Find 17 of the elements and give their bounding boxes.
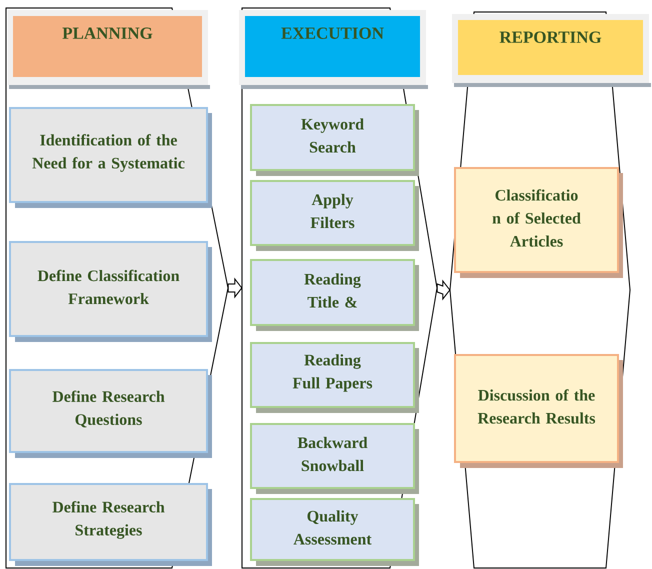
step-box: Define Research Strategies xyxy=(9,483,212,566)
header-box: PLANNING xyxy=(7,10,210,89)
step-box: Reading Title & xyxy=(250,259,419,331)
step-box: Keyword Search xyxy=(250,104,419,176)
block-arrow xyxy=(436,280,450,300)
step-box: Quality Assessment xyxy=(250,498,419,566)
step-box: Discussion of the Research Results xyxy=(454,354,623,468)
header-box: REPORTING xyxy=(452,14,651,87)
step-box: Classificatio n of Selected Articles xyxy=(454,167,623,278)
step-box: Define Research Questions xyxy=(9,369,212,458)
step-box: Backward Snowball xyxy=(250,423,419,494)
step-box: Define Classification Framework xyxy=(9,241,212,342)
block-arrow xyxy=(228,278,242,298)
header-box: EXECUTION xyxy=(239,10,428,89)
step-box: Apply Filters xyxy=(250,180,419,251)
step-box: Reading Full Papers xyxy=(250,342,419,413)
step-box: Identification of the Need for a Systematic xyxy=(9,107,212,208)
